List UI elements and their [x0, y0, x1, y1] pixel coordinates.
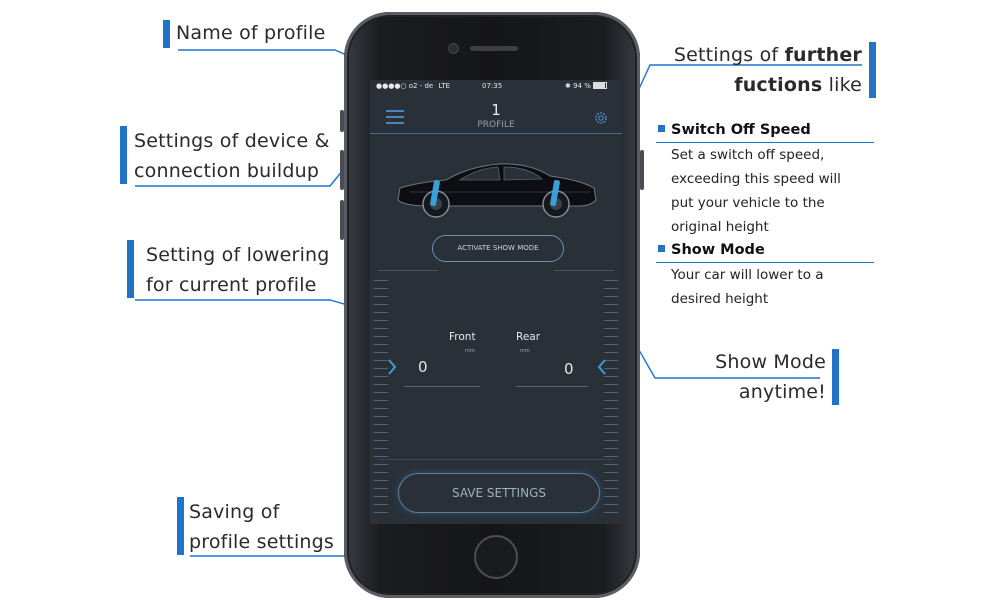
callout-show-mode: Show Mode anytime! [660, 347, 826, 407]
feature-line: exceeding this speed will [671, 171, 841, 187]
feature-title-text: Show Mode [671, 242, 765, 258]
show-mode-button-label: ACTIVATE SHOW MODE [457, 244, 539, 252]
phone-side-button [340, 110, 344, 132]
callout-further-functions: Settings of further fuctions like [640, 40, 862, 100]
callout-text: Settings of [673, 44, 785, 66]
chevron-left-icon[interactable] [597, 358, 607, 380]
feature-title-switch-off-speed: Switch Off Speed [658, 122, 811, 138]
callout-bar-further [869, 42, 876, 98]
callout-bar-saving [177, 497, 184, 555]
callout-lowering: Setting of lowering for current profile [146, 240, 330, 300]
feature-body-show-mode: Your car will lower to a desired height [671, 263, 824, 311]
activate-show-mode-button[interactable]: ACTIVATE SHOW MODE [432, 235, 564, 262]
app-screen: ●●●●○ o2 - de LTE 07:35 ✱ 94 % 1 PROFILE… [370, 80, 622, 524]
callout-text: Saving of [189, 501, 280, 523]
rear-value[interactable]: 0 [564, 360, 574, 378]
callout-bar-show-mode [832, 349, 839, 405]
car-image [397, 163, 597, 218]
earpiece-speaker [470, 46, 518, 51]
home-button[interactable] [474, 535, 518, 579]
callout-bar-lowering [127, 240, 134, 298]
divider-left [378, 270, 438, 271]
battery-text: 94 % [573, 82, 591, 90]
bullet-square-icon [658, 245, 665, 252]
front-label: Front [449, 331, 476, 343]
callout-text: for current profile [146, 274, 317, 296]
rear-label: Rear [516, 331, 541, 343]
front-camera [448, 43, 459, 54]
callout-text: Name of profile [176, 22, 326, 44]
callout-text-bold: further [784, 44, 862, 66]
feature-title-text: Switch Off Speed [671, 122, 811, 138]
front-unit: mm [465, 348, 475, 354]
network-text: LTE [438, 82, 451, 90]
menu-icon[interactable] [386, 110, 404, 124]
rear-underline [516, 386, 588, 387]
carrier-text: ●●●●○ o2 - de [376, 82, 434, 90]
callout-name-of-profile: Name of profile [176, 18, 325, 48]
profile-number: 1 [491, 101, 501, 119]
callout-text: Setting of lowering [146, 244, 330, 266]
bluetooth-icon: ✱ [565, 82, 571, 90]
callout-device-settings: Settings of device & connection buildup [134, 126, 330, 186]
feature-underline [656, 142, 874, 143]
rear-unit: mm [520, 348, 530, 354]
right-scale-ruler[interactable] [604, 280, 618, 516]
bullet-square-icon [658, 125, 665, 132]
phone-volume-down [340, 200, 344, 240]
feature-title-show-mode: Show Mode [658, 242, 765, 258]
feature-body-switch-off-speed: Set a switch off speed, exceeding this s… [671, 143, 841, 239]
callout-text-bold: fuctions [734, 74, 823, 96]
front-value[interactable]: 0 [418, 358, 428, 376]
callout-text: Show Mode [715, 351, 826, 373]
status-time: 07:35 [482, 82, 503, 90]
callout-bar-device [120, 126, 127, 184]
status-carrier: ●●●●○ o2 - de LTE [376, 82, 450, 90]
save-settings-button[interactable]: SAVE SETTINGS [398, 473, 600, 513]
callout-text: anytime! [738, 381, 826, 403]
front-underline [404, 386, 480, 387]
callout-text: connection buildup [134, 160, 320, 182]
chevron-right-icon[interactable] [387, 358, 397, 380]
callout-text: Settings of device & [134, 130, 330, 152]
phone-volume-up [340, 150, 344, 190]
callout-text: profile settings [189, 531, 335, 553]
feature-line: Your car will lower to a [671, 267, 824, 283]
left-scale-ruler[interactable] [374, 280, 388, 516]
gear-icon[interactable] [594, 110, 608, 124]
bottom-divider [378, 459, 614, 460]
callout-text: like [822, 74, 862, 96]
callout-bar-profile [163, 20, 170, 48]
feature-line: put your vehicle to the [671, 195, 825, 211]
feature-line: original height [671, 219, 769, 235]
profile-label[interactable]: PROFILE [477, 120, 515, 130]
header-divider [370, 133, 622, 134]
feature-underline [656, 262, 874, 263]
callout-saving: Saving of profile settings [189, 497, 334, 557]
divider-right [554, 270, 614, 271]
feature-line: Set a switch off speed, [671, 147, 825, 163]
battery-icon [593, 82, 608, 89]
phone-power-button [640, 150, 644, 190]
save-settings-label: SAVE SETTINGS [452, 486, 546, 500]
feature-line: desired height [671, 291, 769, 307]
status-battery: ✱ 94 % [565, 82, 608, 90]
